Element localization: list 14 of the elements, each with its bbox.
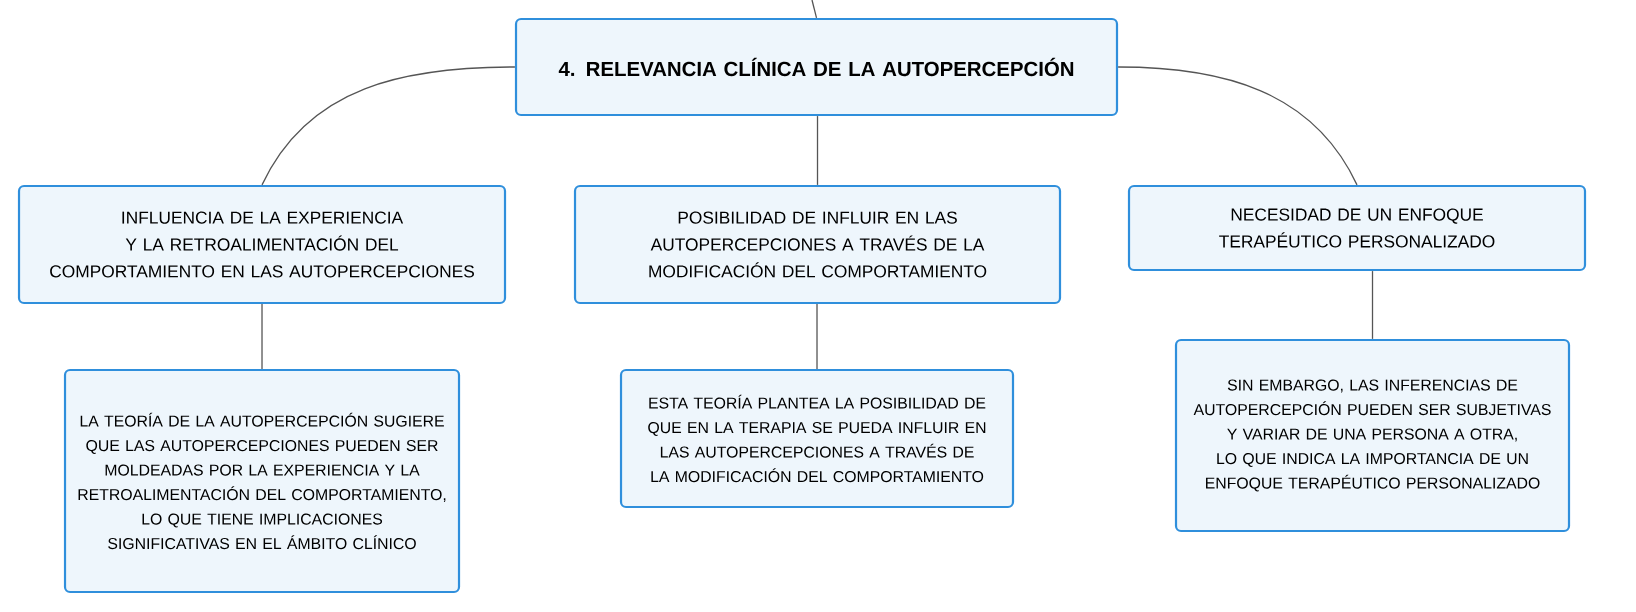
concept-box: INFLUENCIA DE LA EXPERIENCIA Y LA RETROALIMENTACIÓN DEL COMPORTAMIENTO EN LAS AUTOPERCEPCIONES [17,184,507,305]
concept-box: ESTA TEORÍA PLANTEA LA POSIBILIDAD DE QUE EN LA TERAPIA SE PUEDA INFLUIR EN LAS AUTOPERCEPCIONES A TRAVÉS DE LA MODIFICACIÓN DEL COMPORTAMIENTO [619,368,1015,509]
connector-line [1371,270,1374,340]
connector-line [816,303,818,370]
concept-box: LA TEORÍA DE LA AUTOPERCEPCIÓN SUGIERE QUE LAS AUTOPERCEPCIONES PUEDEN SER MOLDEADAS POR LA EXPERIENCIA Y LA RETROALIMENTACIÓN DEL COMPORTAMIENTO, LO QUE TIENE IMPLICACIONES SIGNIFICATIVAS EN EL ÁMBITO CLÍNICO [63,368,461,594]
connector-line [811,0,818,19]
concept-box: POSIBILIDAD DE INFLUIR EN LAS AUTOPERCEPCIONES A TRAVÉS DE LA MODIFICACIÓN DEL COMPORTAMIENTO [573,184,1062,305]
concept-box: SIN EMBARGO, LAS INFERENCIAS DE AUTOPERCEPCIÓN PUEDEN SER SUBJETIVAS Y VARIAR DE UNA PERSONA A OTRA, LO QUE INDICA LA IMPORTANCIA DE UN ENFOQUE TERAPÉUTICO PERSONALIZADO [1174,338,1571,533]
connector-line [1117,66,1358,186]
connector-line [261,303,263,370]
connector-line [261,66,516,186]
connector-line [816,115,819,186]
concept-box: NECESIDAD DE UN ENFOQUE TERAPÉUTICO PERSONALIZADO [1127,184,1587,272]
title-box: 4. RELEVANCIA CLÍNICA DE LA AUTOPERCEPCIÓN [514,17,1119,117]
